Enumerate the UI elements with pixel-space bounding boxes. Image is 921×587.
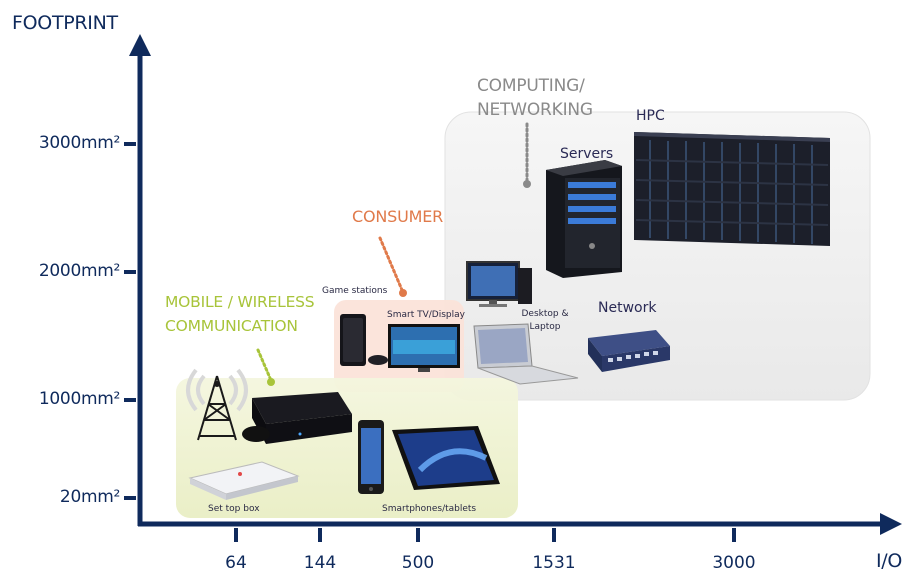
x-axis-title: I/O xyxy=(876,550,903,572)
computing-label-line2: NETWORKING xyxy=(477,100,593,120)
consumer-leader-dot xyxy=(399,289,407,297)
consumer-leader xyxy=(378,236,404,292)
network-switch-image xyxy=(588,330,670,372)
computing-leader-dot xyxy=(523,180,531,188)
servers-label: Servers xyxy=(560,146,614,162)
smart-tv-image xyxy=(388,324,460,372)
set-top-box-image xyxy=(188,461,300,500)
game-stations-label: Game stations xyxy=(322,286,388,296)
smartphones-tablets-label: Smartphones/tablets xyxy=(382,504,477,514)
server-tower-image xyxy=(546,160,622,278)
antenna-tower-image xyxy=(186,368,248,441)
network-label: Network xyxy=(598,300,657,316)
desktop-laptop-label: Desktop & Laptop xyxy=(520,308,570,334)
y-tick-label: 1000mm² xyxy=(38,389,120,409)
x-tick-label: 144 xyxy=(303,553,337,573)
mobile-leader xyxy=(256,348,272,380)
set-top-box-label: Set top box xyxy=(208,504,260,514)
y-axis-arrow xyxy=(129,34,151,56)
x-tick-label: 3000 xyxy=(712,553,756,573)
y-axis-title: FOOTPRINT xyxy=(12,12,118,34)
mobile-label-line1: MOBILE / WIRELESS xyxy=(165,293,315,311)
mobile-wireless-label: MOBILE / WIRELESS COMMUNICATION xyxy=(165,290,315,338)
media-box-image xyxy=(242,392,352,444)
y-tick-label: 20mm² xyxy=(59,487,120,507)
x-tick-label: 1531 xyxy=(532,553,576,573)
y-tick-label: 3000mm² xyxy=(38,133,120,153)
desktop-label-line1: Desktop & xyxy=(521,309,569,319)
x-axis-arrow xyxy=(880,513,902,535)
mobile-leader-dot xyxy=(267,378,275,386)
computing-label-line1: COMPUTING/ xyxy=(477,76,585,96)
computing-networking-label: COMPUTING/ NETWORKING xyxy=(477,74,593,122)
consumer-label: CONSUMER xyxy=(352,207,444,226)
hpc-rack-image xyxy=(634,132,830,246)
tablet-image xyxy=(392,426,500,490)
desktop-monitor-image xyxy=(466,261,532,307)
x-tick-label: 64 xyxy=(225,553,247,573)
mobile-label-line2: COMMUNICATION xyxy=(165,317,298,335)
y-tick-label: 2000mm² xyxy=(38,261,120,281)
hpc-label: HPC xyxy=(636,108,665,124)
laptop-image xyxy=(473,323,579,385)
smart-tv-label: Smart TV/Display xyxy=(387,310,465,320)
desktop-label-line2: Laptop xyxy=(529,322,561,332)
game-station-image xyxy=(340,314,388,366)
x-tick-label: 500 xyxy=(401,553,435,573)
smartphone-image xyxy=(358,420,384,494)
